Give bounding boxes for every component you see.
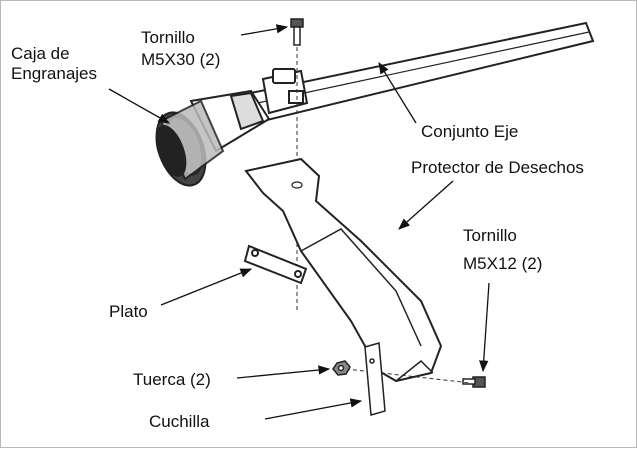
arrow-blade [264, 398, 363, 420]
arrow-guard [398, 180, 454, 230]
label-shaft: Conjunto Eje [421, 122, 518, 141]
debris-guard-part [244, 157, 443, 383]
callout-arrows [108, 24, 490, 420]
arrow-plate [160, 268, 253, 306]
label-gearbox-line2: Engranajes [11, 64, 97, 83]
right-screw-part [462, 376, 486, 388]
label-right-screw-line2: M5X12 (2) [463, 254, 542, 273]
shaft-assembly-part [249, 21, 595, 123]
gearbox-part [155, 89, 271, 187]
label-top-screw-line1: Tornillo [141, 28, 195, 47]
label-nut: Tuerca (2) [133, 370, 211, 389]
nut-part [332, 360, 351, 376]
arrow-right-screw [479, 282, 490, 373]
plate-part [243, 244, 308, 285]
label-right-screw-line1: Tornillo [463, 226, 517, 245]
arrow-gearbox [108, 88, 171, 124]
label-blade: Cuchilla [149, 412, 210, 431]
blade-part [364, 342, 386, 416]
arrow-nut [236, 365, 331, 379]
top-screw-part [290, 18, 304, 46]
label-top-screw-line2: M5X30 (2) [141, 50, 220, 69]
label-guard: Protector de Desechos [411, 158, 584, 177]
arrow-shaft [378, 62, 417, 124]
arrow-top-screw [240, 24, 289, 36]
label-plate: Plato [109, 302, 148, 321]
label-gearbox-line1: Caja de [11, 44, 70, 63]
shaft-clamp-part [261, 68, 309, 115]
